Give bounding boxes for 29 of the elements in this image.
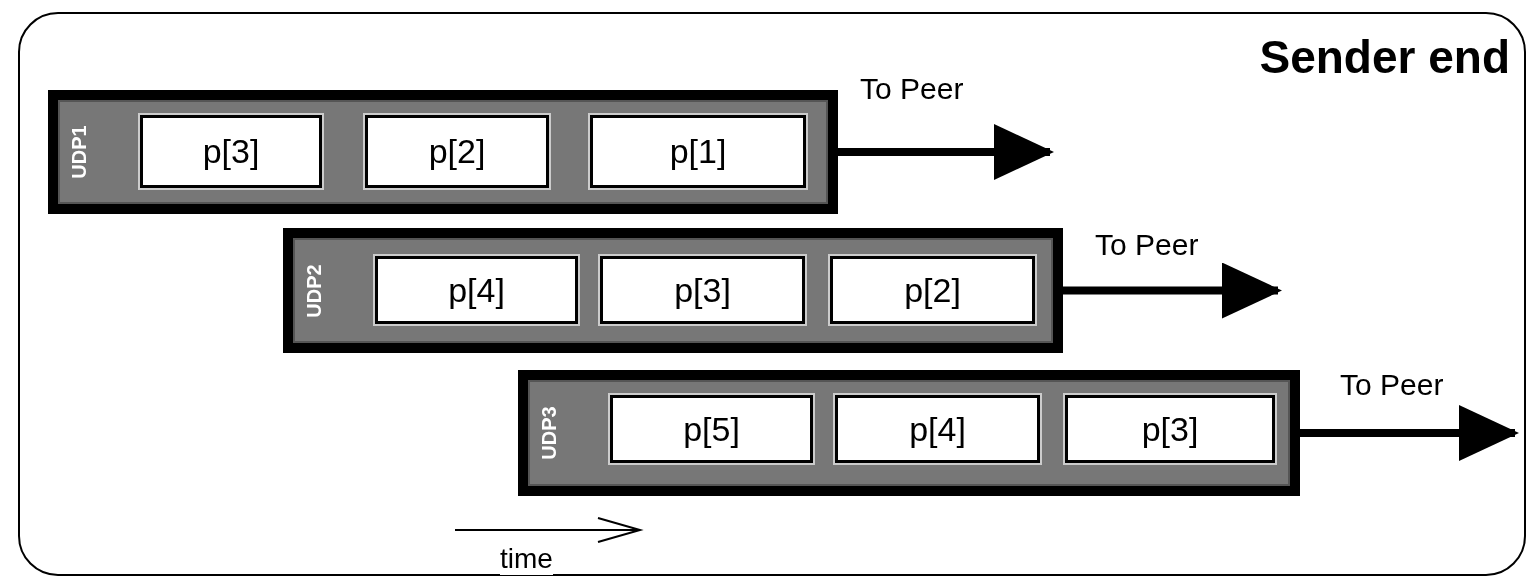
packet-slot [140, 115, 322, 188]
packet-slot [600, 256, 805, 324]
packet-name: p[4] [448, 270, 505, 310]
packet-slot [590, 115, 806, 188]
arrow [1300, 405, 1519, 461]
packet-slot [375, 256, 578, 324]
packet-name: p[2] [904, 270, 961, 310]
packet-name: p[3] [202, 132, 260, 171]
packet-label: UDP3 [538, 406, 561, 460]
packet-name: p[2] [428, 132, 486, 171]
udp-packet [518, 370, 1300, 496]
packet-slot [610, 395, 813, 463]
arrow [838, 124, 1054, 180]
packet-slot [835, 395, 1040, 463]
packet-label: UDP2 [303, 263, 326, 318]
sender-panel [18, 12, 1526, 576]
packet-name: p[5] [683, 409, 740, 449]
arrow [1063, 262, 1282, 319]
packet-slot [830, 256, 1035, 324]
packet-name: p[1] [669, 132, 727, 171]
udp-packet [283, 228, 1063, 353]
packet-slot [1065, 395, 1275, 463]
packet-name: p[3] [1141, 409, 1199, 449]
packet-name: p[3] [674, 270, 731, 310]
packet-name: p[4] [909, 409, 966, 449]
panel-title: Sender end [1259, 30, 1510, 84]
packet-slot [365, 115, 549, 188]
udp-packet [48, 90, 838, 214]
packet-label: UDP1 [68, 125, 91, 179]
